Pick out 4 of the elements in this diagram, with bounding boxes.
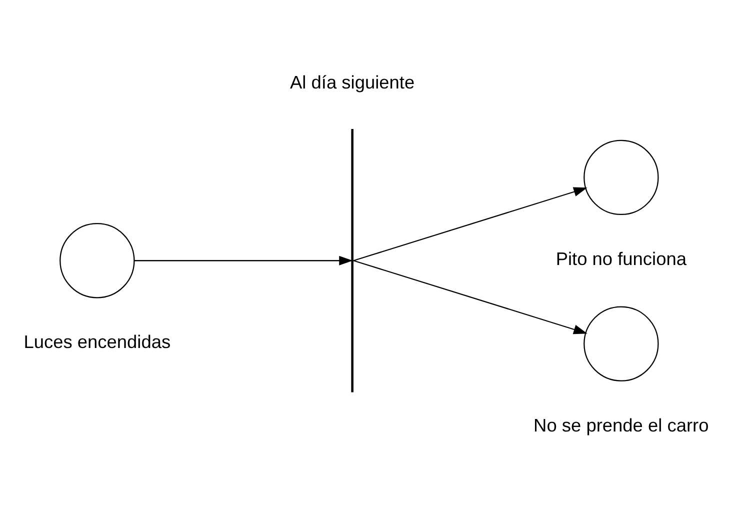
node-label: Luces encendidas [24, 332, 171, 352]
node-label: No se prende el carro [534, 414, 709, 435]
node-label: Pito no funciona [556, 248, 686, 268]
node-label: Al día siguiente [290, 72, 415, 92]
